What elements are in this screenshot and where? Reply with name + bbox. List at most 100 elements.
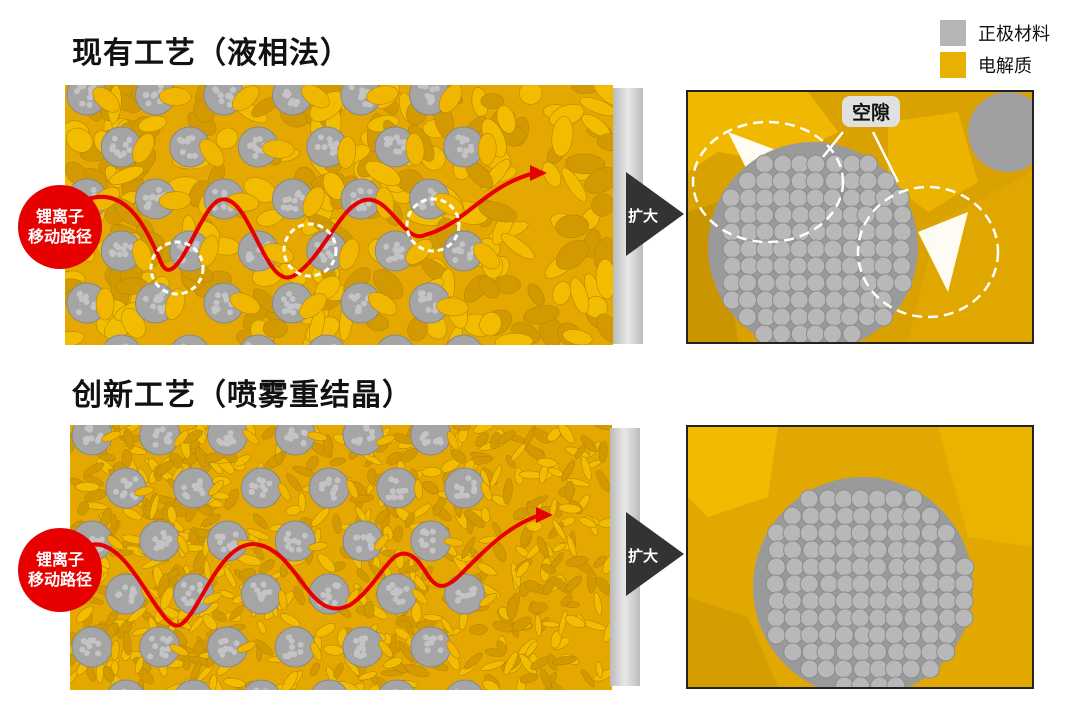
electrolyte-particle	[438, 85, 463, 114]
cathode-particle	[274, 626, 316, 668]
electrolyte-particle	[452, 425, 471, 431]
electrolyte-particle	[580, 669, 596, 688]
electrolyte-particle	[277, 482, 291, 502]
electrolyte-particle	[561, 167, 588, 203]
electrolyte-particle	[596, 313, 613, 343]
electrolyte-particle	[122, 508, 142, 521]
electrolyte-particle	[549, 498, 558, 519]
cathode-particle	[171, 334, 208, 345]
electrolyte-particle	[480, 507, 491, 523]
electrolyte-particle	[564, 575, 583, 593]
electrolyte-particle	[555, 214, 589, 239]
electrolyte-particle	[519, 673, 539, 684]
electrolyte-particle	[378, 640, 393, 658]
spray-recrystallization-structure	[70, 425, 612, 690]
cathode-particle	[308, 467, 350, 509]
legend-electrolyte: 电解质	[940, 52, 1032, 78]
electrolyte-particle	[262, 319, 288, 339]
electrolyte-particle	[310, 507, 330, 527]
top-title: 现有工艺（液相法）	[72, 36, 351, 71]
electrolyte-particle	[307, 541, 329, 552]
electrolyte-particle	[541, 563, 556, 575]
electrolyte-particle	[422, 614, 443, 622]
ion-label: 移动路径	[27, 570, 92, 589]
electrolyte-particle	[167, 505, 177, 524]
cathode-particle	[444, 467, 486, 509]
electrolyte-particle	[550, 682, 565, 690]
electrolyte-particle	[492, 621, 514, 633]
electrolyte-particle	[158, 191, 192, 210]
electrolyte-particle	[258, 559, 275, 575]
electrolyte-particle	[510, 443, 527, 462]
electrolyte-particle	[581, 456, 592, 481]
electrolyte-particle	[281, 670, 298, 690]
electrolyte-particle	[404, 663, 430, 678]
electrolyte-particle	[496, 104, 517, 134]
electrolyte-particle	[558, 503, 582, 514]
electrolyte-particle	[558, 425, 575, 444]
zoom-spray-recrystallization	[686, 425, 1034, 689]
cathode-particle	[377, 334, 414, 345]
electrolyte-particle	[375, 509, 389, 525]
electrolyte-particle	[317, 553, 336, 573]
electrolyte-particle	[65, 331, 85, 345]
electrolyte-particle	[346, 479, 359, 499]
electrolyte-particle	[278, 589, 288, 611]
electrolyte-particle	[223, 565, 237, 589]
electrolyte-particle	[523, 305, 560, 325]
electrolyte-particle	[293, 585, 305, 605]
electrolyte-particle	[593, 85, 613, 107]
electrolyte-particle	[518, 85, 543, 105]
electrolyte-particle	[451, 448, 467, 464]
electrolyte-particle	[596, 470, 611, 493]
electrolyte-particle	[436, 297, 469, 317]
electrolyte-particle	[596, 133, 613, 152]
electrolyte-particle	[479, 592, 497, 607]
expand-label: 扩大	[628, 207, 659, 225]
electrolyte-particle	[528, 602, 548, 614]
electrolyte-particle	[286, 473, 302, 492]
electrolyte-particle	[338, 238, 360, 270]
electrolyte-particle	[570, 277, 590, 314]
electrolyte-particle	[233, 454, 251, 467]
cathode-particle	[378, 679, 415, 690]
electrolyte-particle	[595, 258, 613, 300]
electrolyte-particle	[562, 329, 593, 345]
ion-label: 锂离子	[35, 550, 84, 569]
electrolyte-particle	[480, 481, 493, 501]
electrolyte-particle	[506, 596, 518, 620]
electrolyte-particle	[102, 665, 115, 683]
electrolyte-particle	[536, 536, 550, 559]
electrolyte-particle	[110, 640, 120, 661]
electrolyte-particle	[405, 132, 425, 166]
path-arrowhead-icon	[536, 507, 553, 523]
electrolyte-particle	[542, 161, 562, 188]
electrolyte-particle	[65, 127, 93, 153]
electrolyte-particle	[374, 534, 390, 551]
electrolyte-particle	[329, 457, 346, 466]
electrolyte-particle	[477, 562, 497, 577]
electrolyte-particle	[478, 275, 500, 299]
legend-cathode: 正极材料	[940, 20, 1050, 46]
electrolyte-particle	[469, 624, 488, 635]
electrolyte-particle	[475, 432, 489, 448]
electrolyte-particle	[302, 186, 325, 217]
electrolyte-particle	[231, 85, 260, 111]
electrolyte-particle	[422, 480, 439, 495]
electrolyte-particle	[131, 627, 149, 636]
electrolyte-particle	[122, 631, 132, 656]
electrolyte-particle	[310, 662, 320, 677]
electrolyte-particle	[584, 167, 613, 194]
electrolyte-particle	[479, 311, 502, 337]
electrolyte-particle	[310, 641, 323, 661]
electrolyte-particle	[566, 478, 591, 488]
electrolyte-particle	[593, 592, 603, 616]
electrolyte-particle	[503, 651, 518, 676]
electrolyte-particle	[595, 661, 603, 679]
electrolyte-particle	[307, 431, 328, 442]
electrolyte-particle	[202, 613, 218, 631]
electrolyte-particle	[208, 479, 224, 497]
electrolyte-particle	[558, 610, 568, 636]
electrolyte-particle	[77, 501, 90, 516]
cathode-particle	[107, 679, 144, 690]
